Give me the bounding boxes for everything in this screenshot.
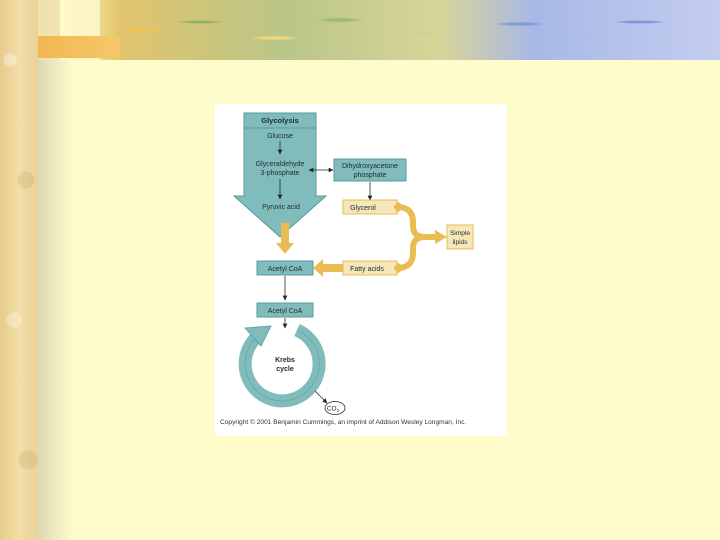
orange-accent-bar (24, 36, 120, 58)
glyceraldehyde-label-2: 3-phosphate (261, 170, 300, 177)
simple-lipids-box (446, 224, 474, 250)
dhap-label-1: Dihydroxyacetone (342, 163, 398, 170)
simple-lipids-label-1: Simple (450, 230, 470, 237)
co2-label: CO2 (327, 406, 340, 414)
simple-lipids-label-2: lipids (453, 239, 469, 246)
glyceraldehyde-label-1: Glyceraldehyde (256, 161, 305, 168)
merge-brace (394, 204, 440, 271)
dhap-box (333, 158, 407, 182)
diagram-svg: Glycolysis Glucose Glyceraldehyde 3-phos… (232, 112, 474, 415)
fatty-acids-label: Fatty acids (350, 266, 384, 273)
fatty-to-acetyl-head (313, 259, 323, 277)
pyruvate-to-acetyl-shaft (281, 223, 289, 245)
krebs-ring-outline (244, 329, 320, 402)
pyruvate-to-acetyl-head (276, 243, 294, 254)
acetyl-coa-label-2: Acetyl CoA (268, 308, 303, 315)
krebs-cycle-arrowhead (244, 325, 272, 347)
dhap-label-2: phosphate (354, 172, 387, 179)
copyright-notice: Copyright © 2001 Benjamin Cummings, an i… (220, 419, 467, 426)
glycolysis-title: Glycolysis (261, 116, 299, 125)
acetyl-coa-label-1: Acetyl CoA (268, 266, 303, 273)
krebs-label-1: Krebs (275, 357, 295, 364)
lipid-metabolism-figure: Glycolysis Glucose Glyceraldehyde 3-phos… (215, 104, 507, 436)
glycolysis-arrow (232, 112, 328, 238)
glucose-label: Glucose (267, 133, 293, 140)
acetyl-coa-box-2 (256, 302, 314, 318)
co2-release-arrow (314, 390, 328, 404)
parchment-sidebar (0, 0, 38, 540)
simple-lipids-arrowhead (435, 230, 447, 244)
pyruvic-acid-label: Pyruvic acid (262, 204, 300, 211)
fatty-to-acetyl-shaft (321, 264, 343, 272)
sidebar-shadow (38, 60, 74, 540)
krebs-label-2: cycle (276, 366, 294, 373)
co2-bubble (324, 401, 346, 415)
floral-banner-image (100, 0, 720, 60)
glycerol-label: Glycerol (350, 205, 376, 212)
